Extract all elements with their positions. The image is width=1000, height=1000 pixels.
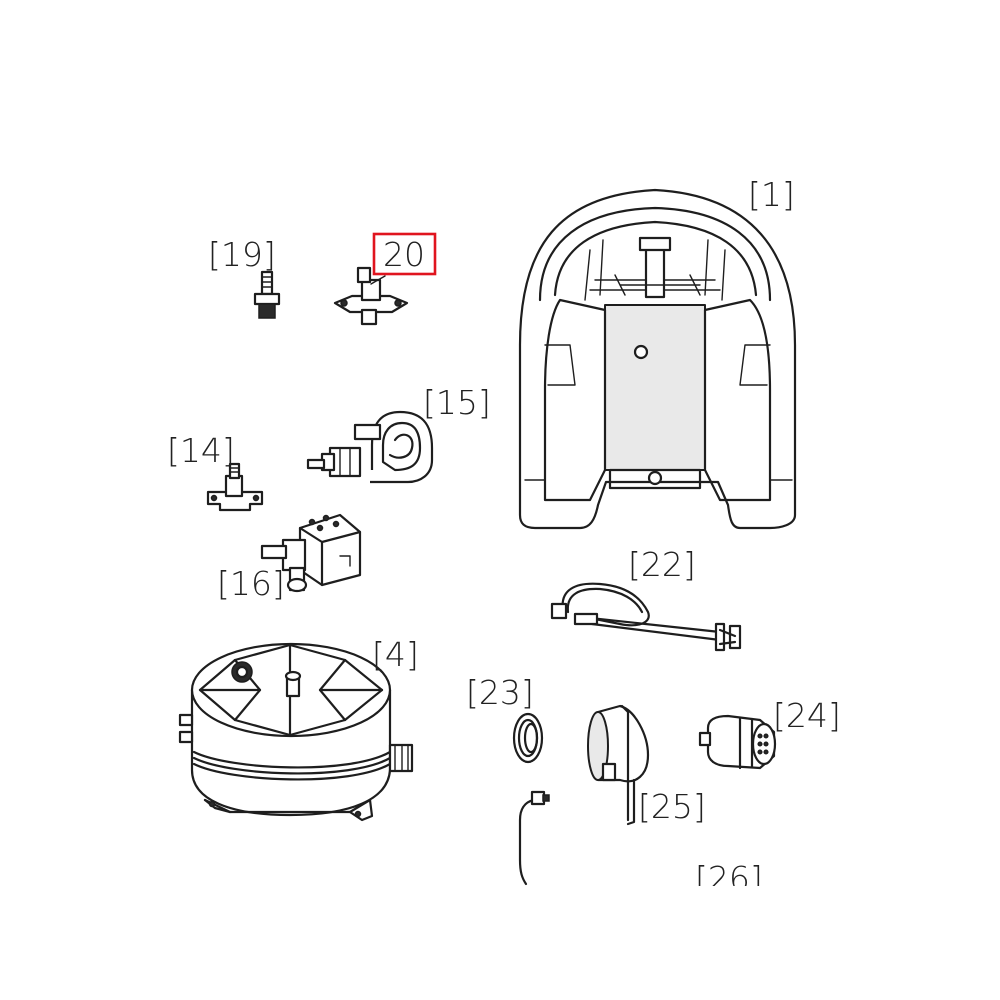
part-26-probe-wire <box>518 790 550 886</box>
part-19-fitting <box>253 270 281 319</box>
callout-24: [25] <box>638 787 706 826</box>
part-16-solenoid-valve <box>260 513 362 593</box>
part-20-flanged-fitting <box>333 266 409 326</box>
callout-19: [19] <box>208 235 276 274</box>
callout-14: [14] <box>167 431 235 470</box>
part-24-housing-cover <box>587 704 650 826</box>
part-25-motor <box>698 714 777 770</box>
callout-25: [24] <box>773 696 841 735</box>
part-15-tube-assembly <box>306 410 434 484</box>
part-23-seal-ring <box>512 712 544 764</box>
part-1-housing <box>518 188 797 530</box>
callout-4: [4] <box>372 635 419 674</box>
callout-20: 20 <box>383 235 425 274</box>
part-4-tank-assembly <box>178 642 414 822</box>
bottom-crop <box>0 886 1000 1000</box>
callout-15: [15] <box>423 383 491 422</box>
part-22-cable-harness <box>550 582 742 652</box>
callout-20-highlight-box <box>372 232 437 276</box>
callout-23: [23] <box>466 673 534 712</box>
callout-22: [22] <box>628 545 696 584</box>
callout-1: [1] <box>748 175 795 214</box>
callout-16: [16] <box>217 564 285 603</box>
part-14-bracket-fitting <box>206 462 264 512</box>
